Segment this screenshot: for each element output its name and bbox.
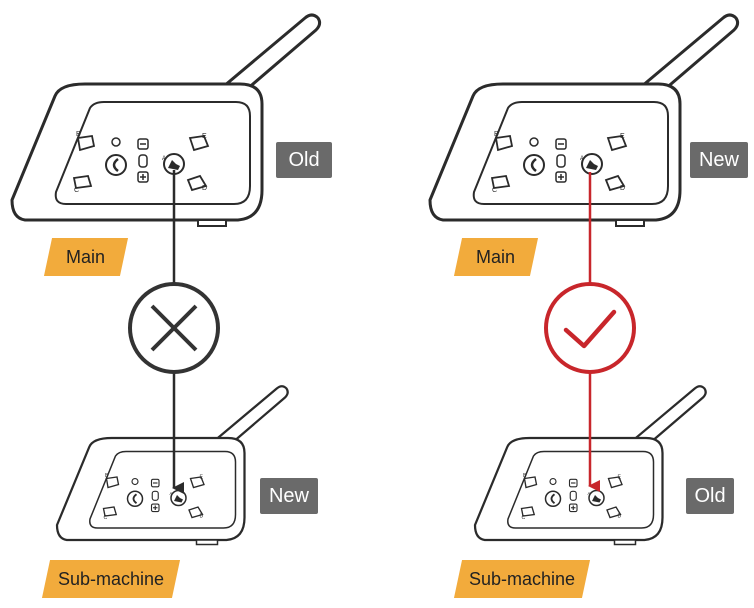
left-bottom-status-badge: New xyxy=(260,478,318,514)
left-top-status-badge: Old xyxy=(276,142,332,178)
left-bottom-role-tag: Sub-machine xyxy=(41,560,181,598)
right-top-role-label: Main xyxy=(476,247,516,267)
cross-icon xyxy=(128,282,220,374)
right-top-role-tag: Main xyxy=(453,238,539,276)
right-bottom-status-badge: Old xyxy=(686,478,734,514)
left-bottom-role-label: Sub-machine xyxy=(57,569,165,589)
right-bottom-role-label: Sub-machine xyxy=(468,569,576,589)
left-top-device xyxy=(10,13,322,228)
left-bottom-device xyxy=(55,385,289,546)
right-top-device xyxy=(428,13,740,228)
right-top-status-badge: New xyxy=(690,142,748,178)
left-top-role-tag: Main xyxy=(43,238,129,276)
right-bottom-role-tag: Sub-machine xyxy=(453,560,591,598)
left-top-role-label: Main xyxy=(66,247,106,267)
check-icon xyxy=(544,282,636,374)
